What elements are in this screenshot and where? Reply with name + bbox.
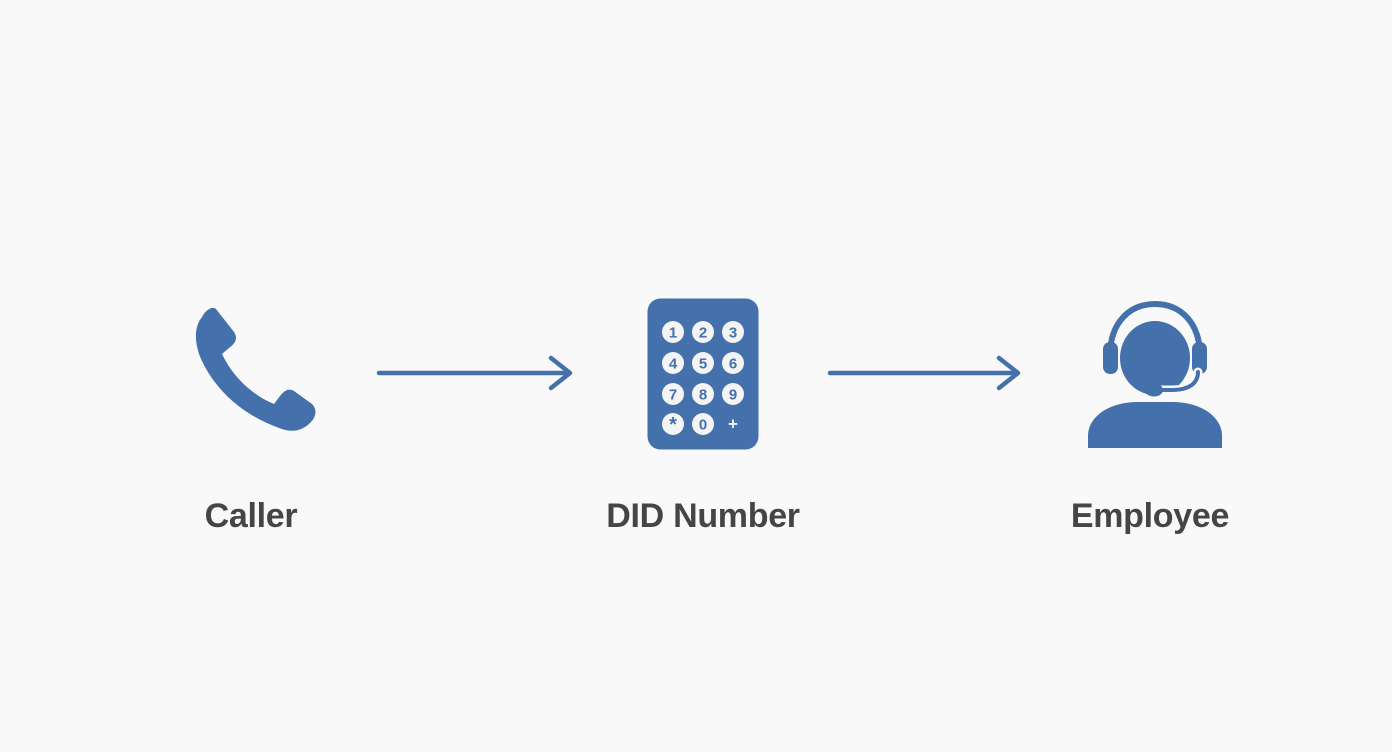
keypad-key: 5	[692, 352, 714, 374]
keypad-key-label: 1	[669, 325, 677, 342]
mic-head	[1145, 383, 1163, 397]
keypad-key-label: +	[728, 415, 738, 434]
employee-label: Employee	[1070, 497, 1230, 535]
did-number-label: DID Number	[606, 497, 800, 535]
keypad-key-label: 7	[669, 387, 677, 404]
keypad-key: 8	[692, 383, 714, 405]
keypad-key-label: 4	[669, 356, 678, 373]
arrow-right-icon	[827, 355, 1021, 391]
left-ear-cup	[1103, 342, 1118, 374]
keypad-key: *	[662, 413, 684, 436]
headset-agent-icon	[1088, 300, 1222, 448]
keypad-key-label: 2	[699, 325, 707, 342]
keypad-key: 7	[662, 383, 684, 405]
phone-handset-icon	[195, 307, 316, 431]
keypad-key: 1	[662, 321, 684, 343]
keypad-key-label: 5	[699, 356, 707, 373]
keypad-key-label: 8	[699, 387, 707, 404]
keypad-key-label: *	[669, 414, 677, 436]
keypad-key: 6	[722, 352, 744, 374]
shoulders	[1088, 402, 1222, 448]
keypad-key: 4	[662, 352, 684, 374]
headband	[1107, 300, 1203, 359]
keypad-key-label: 9	[729, 387, 737, 404]
caller-label: Caller	[204, 497, 298, 535]
keypad-key-label: 3	[729, 325, 737, 342]
keypad-key-label: 6	[729, 356, 737, 373]
keypad-key: +	[728, 415, 738, 434]
keypad-key-label: 0	[699, 417, 707, 434]
right-ear-cup	[1192, 342, 1207, 374]
handset-shape	[195, 307, 316, 431]
keypad-key: 9	[722, 383, 744, 405]
keypad-key: 2	[692, 321, 714, 343]
head	[1120, 321, 1190, 395]
arrow-right-icon	[376, 355, 573, 391]
keypad-key: 3	[722, 321, 744, 343]
keypad-key: 0	[692, 413, 714, 435]
keypad-icon: 1 2 3 4 5 6 7 8 9 * 0 +	[647, 298, 759, 450]
